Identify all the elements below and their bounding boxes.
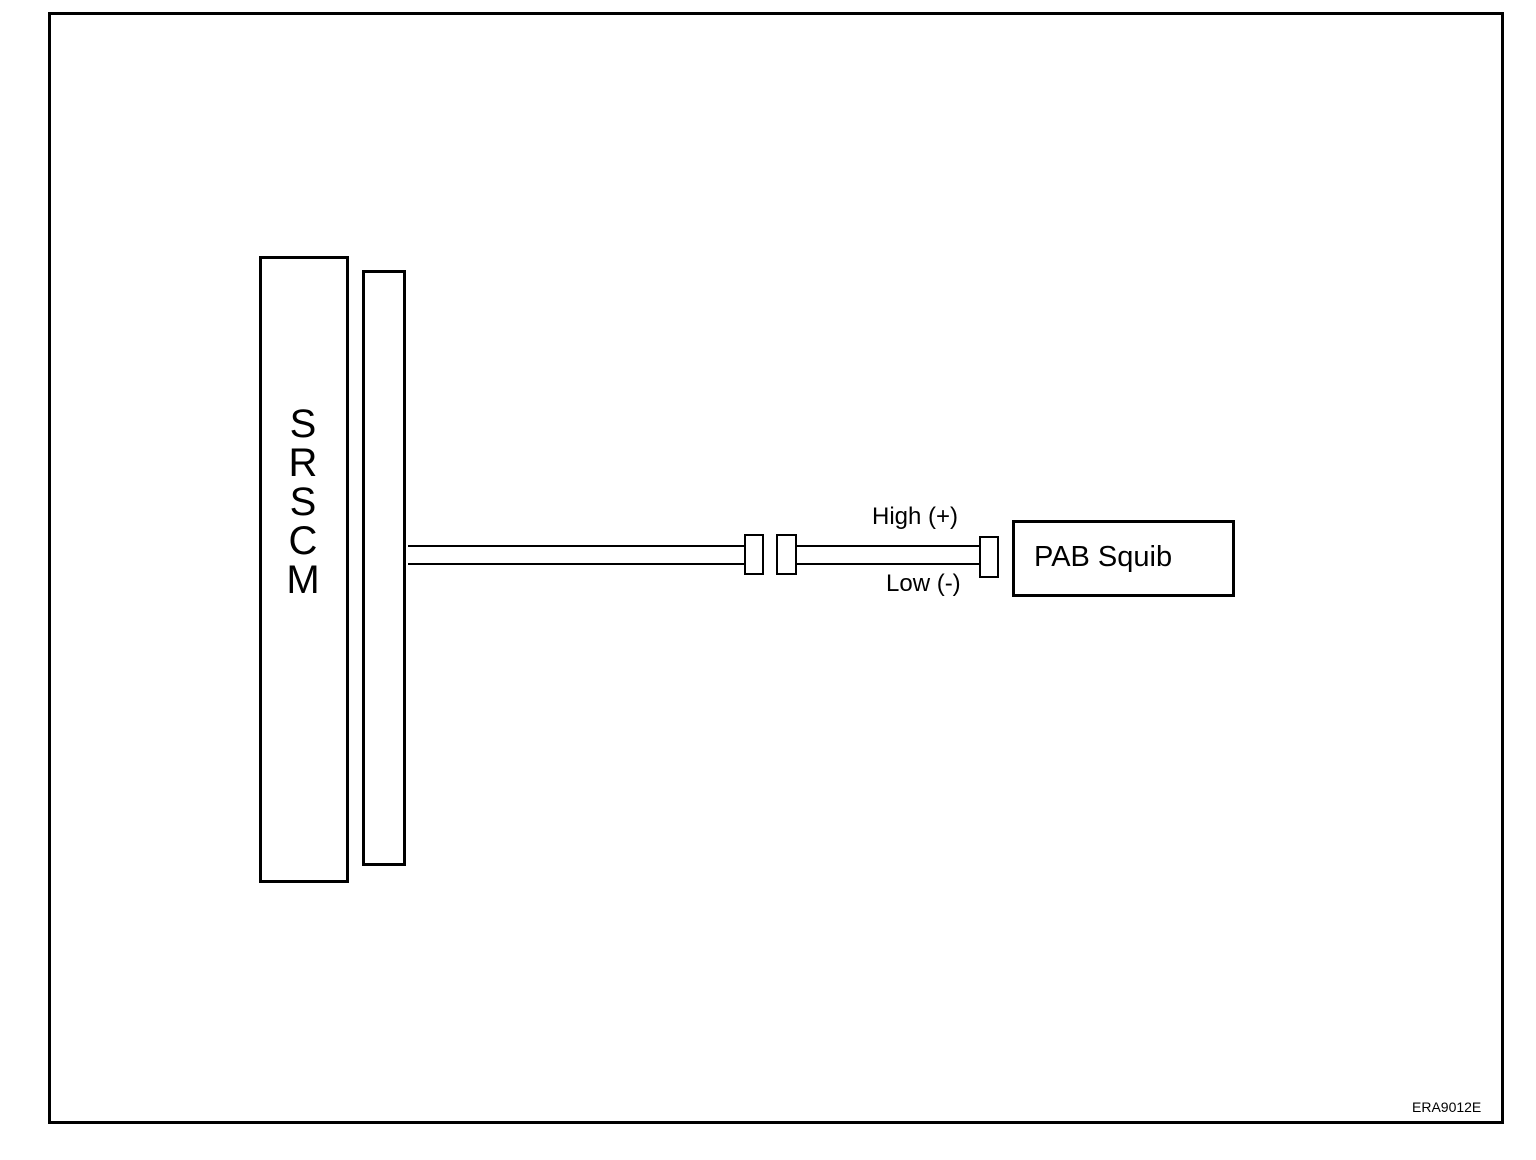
wire-high-harness	[408, 545, 745, 547]
wire-low-squib	[796, 563, 980, 565]
wire-high-squib	[796, 545, 980, 547]
pab-squib-label: PAB Squib	[1034, 541, 1173, 573]
pab-squib-box	[1012, 520, 1235, 597]
srscm-letter: S	[289, 402, 317, 446]
wire-low-label: Low (-)	[886, 570, 961, 597]
wire-high-label: High (+)	[872, 503, 959, 530]
squib-connector	[979, 536, 999, 578]
srscm-letter: M	[286, 558, 320, 602]
srscm-module-box	[259, 256, 349, 883]
srscm-letter: S	[289, 480, 317, 524]
srscm-module-label: S R S C M	[280, 402, 326, 602]
srscm-letter: R	[288, 441, 318, 485]
wire-low-harness	[408, 563, 745, 565]
srscm-letter: C	[288, 519, 318, 563]
inline-connector-male	[776, 534, 797, 575]
srscm-connector	[362, 270, 406, 866]
diagram-frame	[48, 12, 1504, 1124]
inline-connector-female	[744, 534, 764, 575]
figure-code: ERA9012E	[1412, 1099, 1482, 1115]
